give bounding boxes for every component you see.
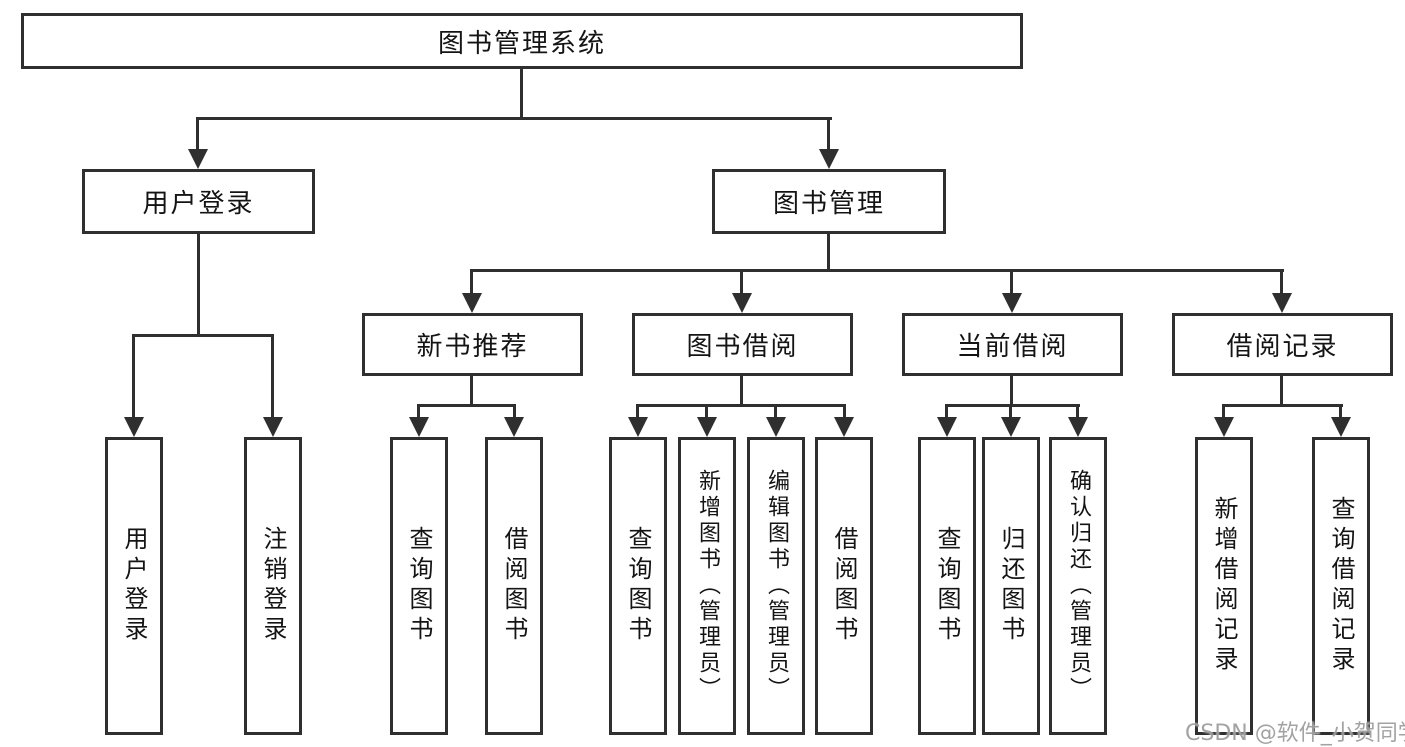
node-book-borrow: 图书借阅 (632, 313, 853, 376)
arrow-down-icon (732, 293, 752, 313)
connector-root-drop-right (827, 117, 830, 153)
node-borrow-records: 借阅记录 (1172, 313, 1393, 376)
connector-current-drop-2 (1009, 404, 1012, 420)
node-leaf-confirm-return-admin-label: 确认归还（管理员） (1066, 469, 1091, 703)
arrow-down-icon (1214, 417, 1234, 437)
arrow-down-icon (819, 149, 839, 169)
node-leaf-add-borrow-record-label: 新增借阅记录 (1210, 496, 1238, 676)
node-leaf-query-books-borrow: 查询图书 (609, 437, 667, 735)
connector-records-stem (1280, 376, 1283, 407)
node-leaf-confirm-return-admin: 确认归还（管理员） (1049, 437, 1107, 735)
node-root: 图书管理系统 (21, 13, 1023, 69)
node-root-label: 图书管理系统 (437, 28, 606, 59)
connector-mgmt-drop-2 (740, 269, 743, 297)
node-leaf-query-borrow-record: 查询借阅记录 (1312, 437, 1370, 735)
arrow-down-icon (263, 417, 283, 437)
connector-records-drop-1 (1222, 404, 1225, 420)
node-current-borrow-label: 当前借阅 (956, 332, 1069, 362)
node-leaf-logout: 注销登录 (244, 437, 302, 735)
arrow-down-icon (628, 417, 648, 437)
node-leaf-add-book-admin-label: 新增图书（管理员） (695, 469, 720, 703)
node-book-borrow-label: 图书借阅 (686, 332, 799, 362)
arrow-down-icon (1272, 293, 1292, 313)
connector-current-drop-3 (1076, 404, 1079, 420)
connector-login-drop-2 (271, 334, 274, 419)
arrow-down-icon (124, 417, 144, 437)
node-leaf-user-login-label: 用户登录 (120, 526, 148, 646)
connector-newbook-hbar (417, 404, 516, 407)
node-leaf-borrow-books-newbook: 借阅图书 (485, 437, 543, 735)
node-leaf-query-books-newbook-label: 查询图书 (405, 526, 433, 646)
node-new-book-recommend-label: 新书推荐 (416, 332, 529, 362)
node-leaf-query-books-newbook: 查询图书 (390, 437, 448, 735)
connector-borrow-drop-2 (705, 404, 708, 420)
node-leaf-return-book-label: 归还图书 (997, 526, 1025, 646)
node-leaf-borrow-books-newbook-label: 借阅图书 (500, 526, 528, 646)
connector-mgmt-hbar (470, 269, 1284, 272)
node-leaf-edit-book-admin: 编辑图书（管理员） (747, 437, 805, 735)
arrow-down-icon (766, 417, 786, 437)
arrow-down-icon (504, 417, 524, 437)
arrow-down-icon (697, 417, 717, 437)
connector-root-drop-left (196, 117, 199, 153)
arrow-down-icon (188, 149, 208, 169)
node-current-borrow: 当前借阅 (902, 313, 1123, 376)
connector-newbook-stem (470, 376, 473, 407)
node-leaf-borrow-books-borrow-label: 借阅图书 (830, 526, 858, 646)
connector-mgmt-drop-1 (470, 269, 473, 297)
connector-newbook-drop-1 (417, 404, 420, 420)
connector-root-stem (520, 68, 523, 120)
node-borrow-records-label: 借阅记录 (1226, 332, 1339, 362)
node-new-book-recommend: 新书推荐 (362, 313, 583, 376)
node-leaf-user-login: 用户登录 (105, 437, 163, 735)
node-leaf-add-book-admin: 新增图书（管理员） (678, 437, 736, 735)
arrow-down-icon (834, 417, 854, 437)
node-leaf-add-borrow-record: 新增借阅记录 (1195, 437, 1253, 735)
connector-records-drop-2 (1339, 404, 1342, 420)
node-leaf-query-borrow-record-label: 查询借阅记录 (1327, 496, 1355, 676)
node-book-management-label: 图书管理 (772, 189, 885, 219)
arrow-down-icon (462, 293, 482, 313)
connector-current-stem (1010, 376, 1013, 407)
connector-login-drop-1 (132, 334, 135, 419)
node-user-login: 用户登录 (82, 169, 315, 234)
node-leaf-query-books-current: 查询图书 (918, 437, 976, 735)
arrow-down-icon (1331, 417, 1351, 437)
connector-borrow-drop-3 (774, 404, 777, 420)
connector-login-stem (197, 234, 200, 337)
node-leaf-return-book: 归还图书 (982, 437, 1040, 735)
connector-mgmt-drop-4 (1280, 269, 1283, 297)
connector-records-hbar (1222, 404, 1343, 407)
node-user-login-label: 用户登录 (142, 189, 255, 219)
node-leaf-edit-book-admin-label: 编辑图书（管理员） (764, 469, 789, 703)
connector-mgmt-stem (827, 234, 830, 272)
connector-login-hbar (132, 334, 274, 337)
connector-borrow-drop-4 (843, 404, 846, 420)
arrow-down-icon (1068, 417, 1088, 437)
node-leaf-borrow-books-borrow: 借阅图书 (815, 437, 873, 735)
connector-current-hbar (945, 404, 1080, 407)
node-leaf-logout-label: 注销登录 (259, 526, 287, 646)
arrow-down-icon (1002, 293, 1022, 313)
connector-root-hbar (196, 117, 832, 120)
node-leaf-query-books-borrow-label: 查询图书 (624, 526, 652, 646)
arrow-down-icon (937, 417, 957, 437)
connector-borrow-stem (740, 376, 743, 407)
node-book-management: 图书管理 (712, 169, 946, 234)
connector-current-drop-1 (945, 404, 948, 420)
connector-borrow-drop-1 (636, 404, 639, 420)
connector-borrow-hbar (636, 404, 846, 407)
arrow-down-icon (1001, 417, 1021, 437)
arrow-down-icon (409, 417, 429, 437)
connector-newbook-drop-2 (513, 404, 516, 420)
node-leaf-query-books-current-label: 查询图书 (933, 526, 961, 646)
connector-mgmt-drop-3 (1010, 269, 1013, 297)
csdn-watermark: CSDN @软件_小贺同学 (1185, 721, 1405, 746)
